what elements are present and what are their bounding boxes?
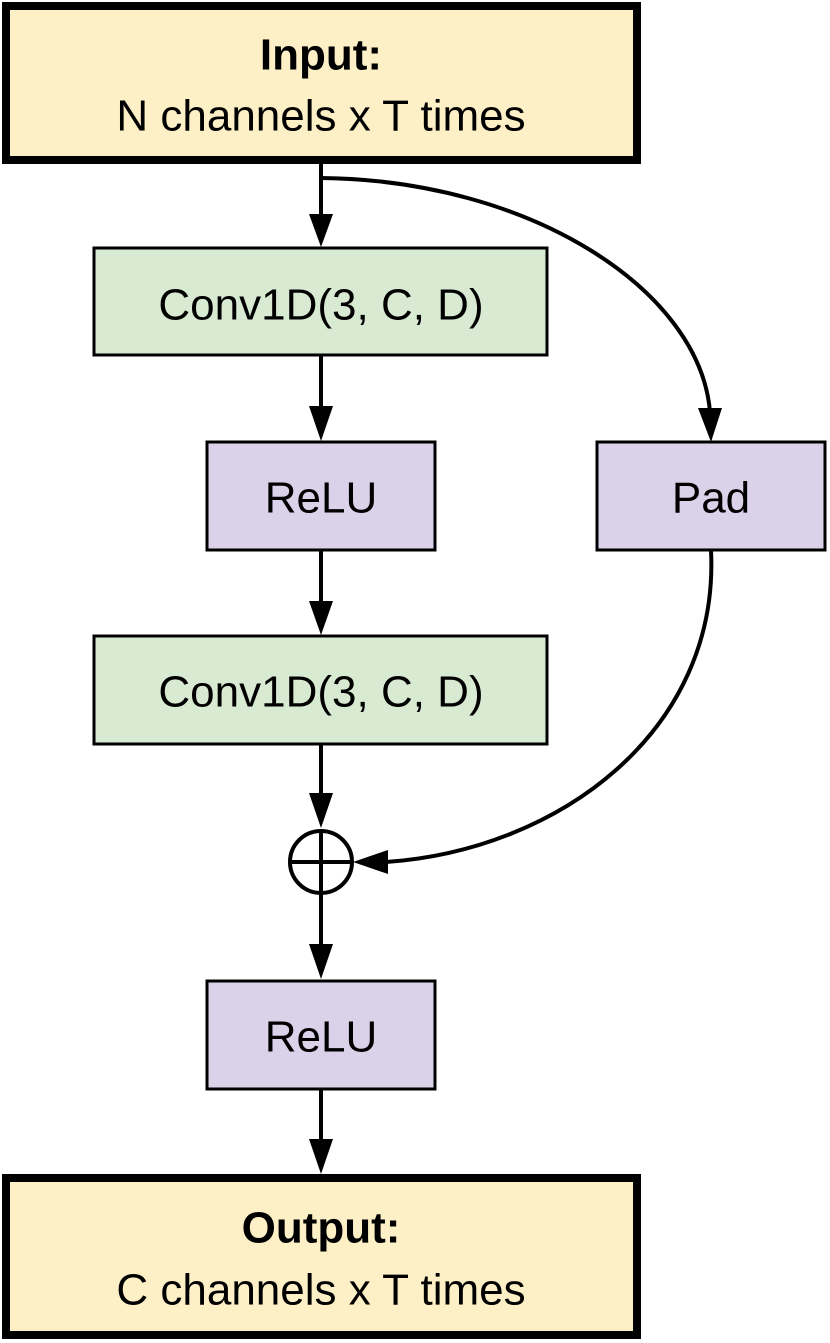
relu-label-2: ReLU xyxy=(265,1013,378,1062)
edge-relu1-to-conv2 xyxy=(309,550,333,635)
edge-input-to-pad xyxy=(320,176,722,442)
edge-conv2-to-sum xyxy=(309,744,333,828)
edge-conv1-to-relu1 xyxy=(309,355,333,441)
relu-node-1: ReLU xyxy=(205,440,437,552)
edge-input-to-conv1 xyxy=(309,160,333,247)
conv1d-label-1: Conv1D(3, C, D) xyxy=(158,281,483,330)
relu-node-2: ReLU xyxy=(205,979,437,1091)
edge-pad-to-sum xyxy=(353,549,714,874)
conv1d-node-2: Conv1D(3, C, D) xyxy=(92,634,549,746)
input-node: Input: N channels x T times xyxy=(2,2,641,164)
sum-node xyxy=(288,829,354,895)
edge-sum-to-relu2 xyxy=(309,893,333,979)
edge-relu2-to-output xyxy=(309,1089,333,1174)
output-subtitle: C channels x T times xyxy=(116,1266,525,1315)
relu-label-1: ReLU xyxy=(265,474,378,523)
output-node: Output: C channels x T times xyxy=(2,1174,641,1339)
input-subtitle: N channels x T times xyxy=(116,92,525,141)
conv1d-label-2: Conv1D(3, C, D) xyxy=(158,668,483,717)
pad-label: Pad xyxy=(672,474,750,523)
input-title: Input: xyxy=(260,31,382,80)
pad-node: Pad xyxy=(595,440,827,552)
conv1d-node-1: Conv1D(3, C, D) xyxy=(92,246,549,357)
output-title: Output: xyxy=(242,1204,401,1253)
